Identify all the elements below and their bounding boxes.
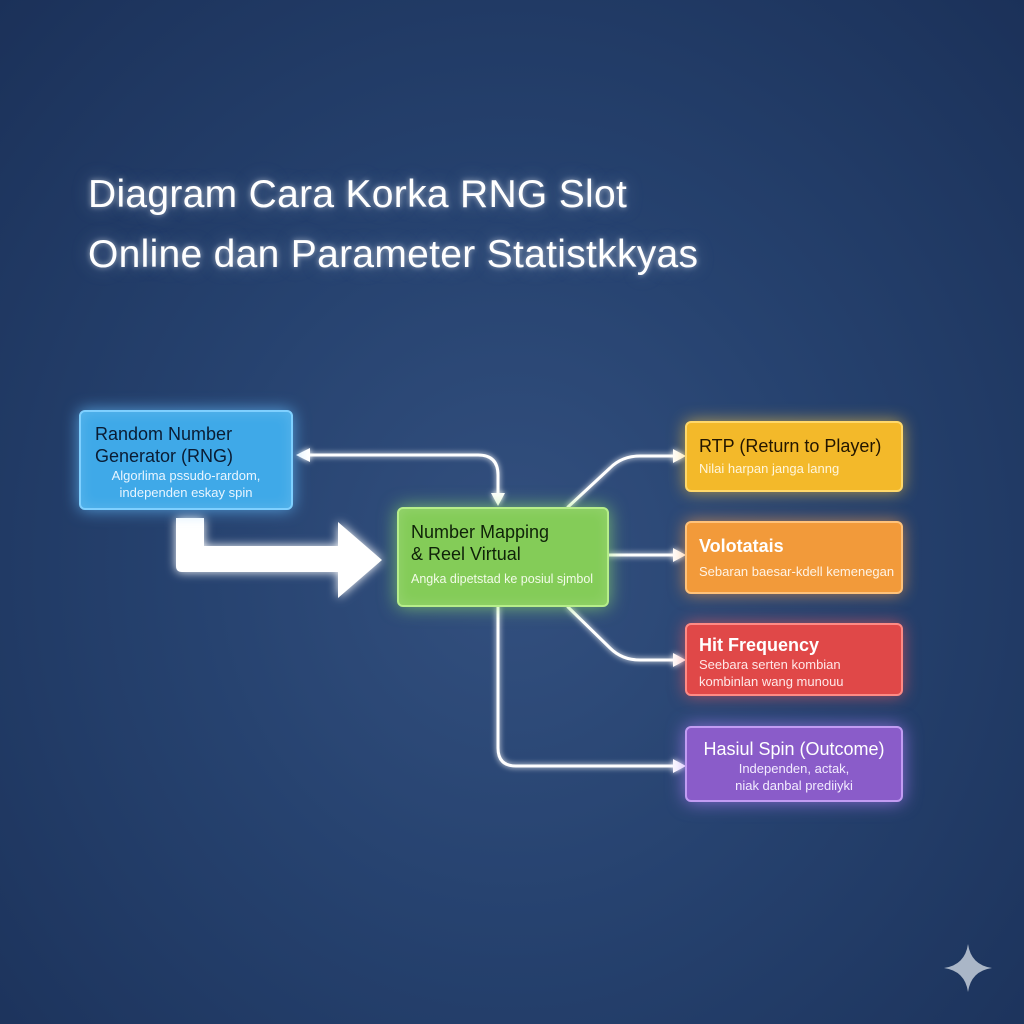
diagram-title: Diagram Cara Korka RNG Slot Online dan P… bbox=[88, 165, 968, 285]
node-rtp-title: RTP (Return to Player) bbox=[699, 436, 882, 456]
node-volatility-title: Volotatais bbox=[699, 536, 784, 556]
node-rtp: RTP (Return to Player) Nilai harpan jang… bbox=[685, 421, 903, 492]
node-rng-title-1: Random Number bbox=[95, 424, 233, 444]
sparkle-icon bbox=[944, 944, 992, 992]
node-rtp-desc-1: Nilai harpan janga lanng bbox=[699, 461, 840, 476]
node-hit-frequency-title: Hit Frequency bbox=[699, 635, 820, 655]
node-volatility-desc-1: Sebaran baesar-kdell kemenegan bbox=[699, 564, 895, 579]
diagram-title-line-2: Online dan Parameter Statistkkyas bbox=[88, 233, 699, 276]
main-flow-arrow bbox=[176, 518, 382, 598]
node-outcome: Hasiul Spin (Outcome) Independen, actak,… bbox=[685, 726, 903, 802]
node-mapping: Number Mapping & Reel Virtual Angka dipe… bbox=[397, 507, 609, 607]
diagram-title-line-1: Diagram Cara Korka RNG Slot bbox=[88, 173, 628, 216]
arrowhead-mapping bbox=[491, 493, 505, 506]
node-outcome-desc-1: Independen, actak, bbox=[738, 761, 850, 776]
node-mapping-title-1: Number Mapping bbox=[411, 522, 550, 542]
node-volatility: Volotatais Sebaran baesar-kdell kemenega… bbox=[685, 521, 903, 594]
connector-mapping-rtp bbox=[566, 454, 678, 509]
node-mapping-desc-1: Angka dipetstad ke posiul sjmbol bbox=[411, 572, 594, 586]
connector-mapping-hit bbox=[566, 605, 678, 662]
node-hit-frequency-desc-2: kombinlan wang munouu bbox=[699, 674, 844, 689]
node-mapping-title-2: & Reel Virtual bbox=[411, 544, 521, 564]
node-rng: Random Number Generator (RNG) Algorlima … bbox=[79, 410, 293, 510]
arrowhead-rtp bbox=[673, 449, 686, 463]
arrowhead-volatility bbox=[673, 548, 686, 562]
arrowhead-hit bbox=[673, 653, 686, 667]
connector-rng-mapping bbox=[304, 453, 500, 499]
node-rng-title-2: Generator (RNG) bbox=[95, 446, 234, 466]
node-outcome-desc-2: niak danbal prediiyki bbox=[735, 778, 853, 793]
arrowhead-rng bbox=[296, 448, 310, 462]
node-outcome-title: Hasiul Spin (Outcome) bbox=[703, 739, 885, 759]
connector-mapping-outcome bbox=[496, 605, 678, 768]
node-hit-frequency: Hit Frequency Seebara serten kombian kom… bbox=[685, 623, 903, 696]
node-hit-frequency-desc-1: Seebara serten kombian bbox=[699, 657, 841, 672]
node-rng-desc-1: Algorlima pssudo-rardom, bbox=[111, 468, 261, 483]
node-rng-desc-2: independen eskay spin bbox=[119, 485, 253, 500]
arrowhead-outcome bbox=[673, 759, 686, 773]
